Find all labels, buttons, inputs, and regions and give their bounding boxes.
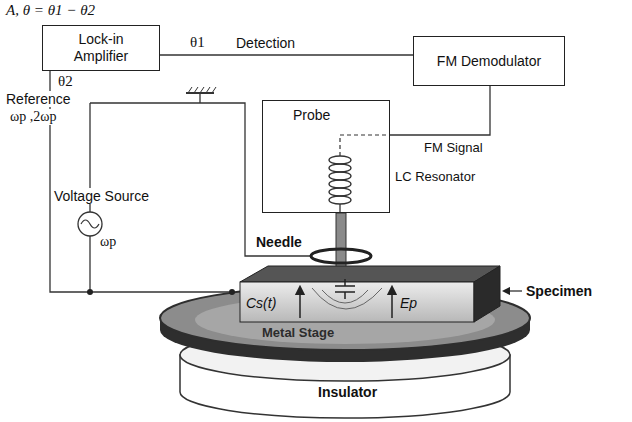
lc-coil (339, 204, 340, 213)
field-arrow (391, 290, 393, 318)
specimen-block (240, 266, 500, 282)
part-name: Insulator (318, 384, 377, 400)
circuit-wire (89, 236, 90, 292)
lc-coil (329, 180, 351, 188)
signal-line (390, 86, 490, 135)
specimen-block (240, 282, 474, 322)
capacitor-symbol (344, 279, 346, 286)
lc-coil (329, 156, 351, 164)
probe-box: Probe (262, 100, 390, 213)
lc-coil (329, 196, 351, 204)
frequency-label: ωp ,2ωp (8, 109, 58, 125)
part-name: Needle (256, 234, 302, 250)
edge-label: Detection (236, 35, 295, 51)
capacitor-symbol (344, 292, 346, 299)
capacitor-symbol (335, 285, 355, 287)
ground-symbol (212, 87, 216, 93)
field-lines (322, 290, 368, 303)
field-label: Ep (400, 295, 417, 311)
leader-arrow (506, 290, 522, 291)
specimen-block (240, 266, 500, 322)
field-lines (312, 288, 382, 309)
field-lines (312, 288, 382, 309)
edge-label: FM Signal (422, 141, 485, 156)
dashed-lead (340, 135, 390, 156)
circuit-wire (50, 70, 232, 292)
field-arrow (300, 290, 392, 318)
lc-coil (329, 156, 351, 213)
voltage-source-symbol (78, 212, 102, 236)
component-name: Voltage Source (52, 188, 151, 204)
leader-arrow (506, 290, 522, 291)
lc-coil (329, 172, 351, 180)
field-arrow (299, 290, 301, 318)
lock-in-amplifier-box: Lock-in Amplifier (42, 25, 160, 71)
part-name: Metal Stage (262, 326, 334, 341)
capacitor-symbol (335, 279, 355, 299)
circuit-wire (50, 70, 311, 292)
fm-demodulator-box: FM Demodulator (413, 36, 565, 86)
ground-symbol (206, 87, 210, 93)
phase-label: θ2 (58, 73, 73, 90)
ground-symbol (200, 87, 204, 93)
circuit-wire (90, 103, 311, 256)
junction-dot (87, 289, 235, 295)
part-name: Specimen (526, 283, 592, 299)
needle-ring (311, 249, 371, 263)
ground-symbol (194, 87, 198, 93)
voltage-source-symbol (78, 212, 102, 236)
signal-line (160, 54, 413, 55)
dashed-lead (340, 135, 390, 156)
phase-label: θ1 (190, 34, 205, 51)
voltage-source-symbol (81, 220, 99, 228)
junction-dot (229, 289, 235, 295)
lc-coil (329, 164, 351, 172)
capacitance-label: Cs(t) (246, 295, 276, 311)
needle-ring (311, 249, 371, 263)
signal-name: Reference (4, 91, 73, 107)
lc-coil (329, 188, 351, 196)
frequency-label: ωp (100, 234, 116, 250)
formula-label: A, θ = θ1 − θ2 (6, 2, 95, 19)
specimen-block (474, 266, 500, 322)
junction-dot (87, 289, 93, 295)
ground-symbol (186, 87, 216, 103)
component-name: LC Resonator (395, 170, 475, 185)
node-label: Probe (293, 107, 381, 124)
node-label: FM Demodulator (437, 53, 541, 70)
node-label: Lock-in Amplifier (51, 31, 151, 65)
ground-symbol (199, 93, 200, 103)
ground-symbol (188, 87, 192, 93)
